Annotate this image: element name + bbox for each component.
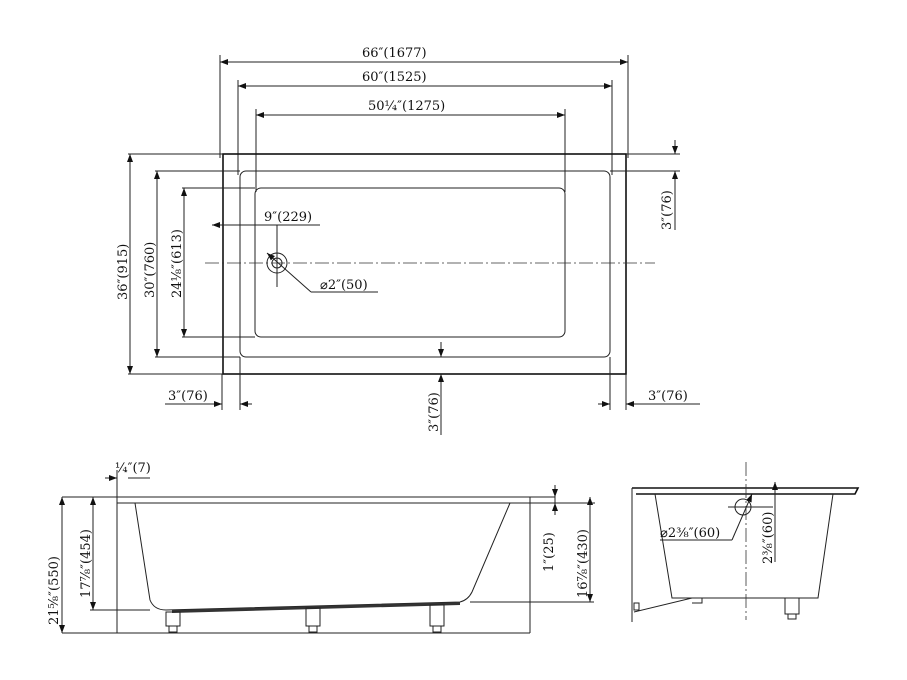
rim-right-top-label: 3″(76) xyxy=(660,190,675,230)
basin-length-label: 50¼″(1275) xyxy=(368,99,445,114)
depth-label: 16⅞″(430) xyxy=(576,529,591,598)
rim-right-bottom-label: 3″(76) xyxy=(648,389,688,404)
tub-outer-outline xyxy=(222,153,627,375)
end-view: ⌀2⅜″(60) 2⅜″(60) xyxy=(631,462,860,622)
overall-width-label: 36″(915) xyxy=(116,244,131,300)
tub-end-profile xyxy=(654,493,834,599)
body-height-label: 17⅞″(454) xyxy=(79,529,94,598)
side-view: ¼″(7) 21⅝″(550) 17⅞″(454) 1″(25) 16⅞″(43… xyxy=(47,461,595,634)
tub-feet xyxy=(165,604,445,633)
rim-bottom-center-label: 3″(76) xyxy=(427,392,442,432)
tub-body-profile xyxy=(134,502,511,611)
tub-deck-outline xyxy=(239,170,611,358)
overflow-height-label: 2⅜″(60) xyxy=(761,512,776,564)
basin-width-label: 24⅛″(613) xyxy=(170,229,185,298)
drain-icon xyxy=(266,252,288,274)
inner-width-label: 30″(760) xyxy=(143,242,158,298)
flange-label: ¼″(7) xyxy=(115,461,151,476)
rim-left-bottom-label: 3″(76) xyxy=(168,389,208,404)
inner-length-label: 60″(1525) xyxy=(362,70,427,85)
top-view: 66″(1677) 60″(1525) 50¼″(1275) 36″(915) … xyxy=(116,46,700,435)
rim-thickness-label: 1″(25) xyxy=(542,532,557,572)
drain-offset-label: 9″(229) xyxy=(264,210,312,225)
overflow-diameter-label: ⌀2⅜″(60) xyxy=(660,526,720,541)
tub-basin-outline xyxy=(254,187,566,338)
drain-diameter-label: ⌀2″(50) xyxy=(320,278,368,293)
tub-rim xyxy=(116,496,556,504)
total-height-label: 21⅝″(550) xyxy=(47,556,62,625)
overall-length-label: 66″(1677) xyxy=(362,46,427,61)
